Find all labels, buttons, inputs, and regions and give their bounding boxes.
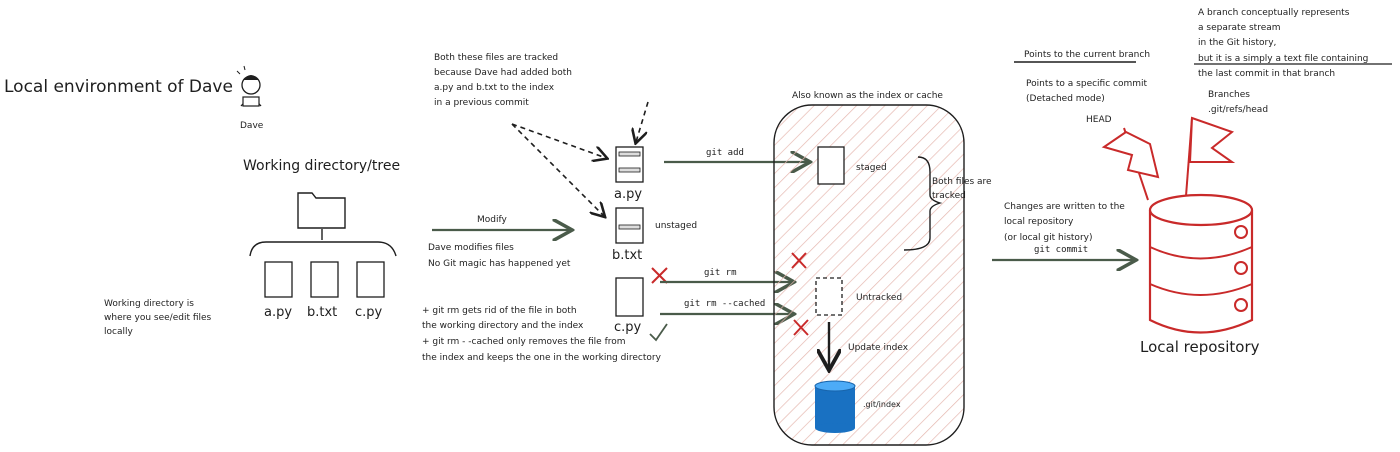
index-container	[773, 104, 965, 446]
cross-icon	[793, 319, 809, 336]
branches-label: Branches	[1208, 90, 1250, 100]
working-directory: Working directory/tree a.py b.txt c.py W…	[104, 158, 400, 337]
file-label: c.py	[614, 320, 642, 335]
modify-label: Modify	[477, 215, 507, 225]
untracked-label: Untracked	[856, 293, 902, 303]
working-directory-note: where you see/edit files	[104, 313, 212, 323]
working-directory-title: Working directory/tree	[243, 158, 400, 174]
git-add-label: git add	[706, 148, 744, 158]
file-icon	[356, 261, 385, 298]
cross-icon	[791, 252, 807, 269]
commit-note: local repository	[1004, 217, 1074, 227]
avatar-name: Dave	[240, 121, 264, 131]
both-tracked-note: tracked	[932, 191, 966, 201]
page-title: Local environment of Dave	[4, 77, 233, 97]
check-icon	[649, 323, 668, 342]
index-file-label: .git/index	[863, 400, 901, 409]
rm-note: + git rm - -cached only removes the file…	[422, 337, 626, 347]
repository-label: Local repository	[1140, 338, 1260, 356]
index-area: Also known as the index or cache staged …	[773, 91, 965, 446]
working-directory-note: Working directory is	[104, 299, 194, 309]
tracked-brace	[903, 156, 943, 251]
commit-note: (or local git history)	[1004, 233, 1092, 243]
dashed-arrow	[511, 123, 604, 216]
modify-note: No Git magic has happened yet	[428, 259, 571, 269]
tracked-note: a.py and b.txt to the index	[434, 83, 555, 93]
untracked-file-icon	[815, 277, 843, 316]
branch-flag-icon	[1185, 116, 1236, 197]
working-directory-note: locally	[104, 327, 133, 337]
tracked-note: in a previous commit	[434, 98, 529, 108]
folder-icon	[297, 192, 346, 229]
head-label: HEAD	[1086, 115, 1112, 125]
file-label: a.py	[264, 305, 292, 320]
branches-label: .git/refs/head	[1208, 105, 1268, 115]
repository-icon	[1148, 193, 1254, 334]
branch-note: A branch conceptually represents	[1198, 8, 1350, 18]
file-icon	[310, 261, 339, 298]
dashed-arrow	[636, 101, 649, 142]
avatar: Dave	[236, 65, 264, 131]
git-commit-label: git commit	[1034, 245, 1088, 255]
git-rm-cached-label: git rm --cached	[684, 299, 765, 309]
dashed-arrow	[511, 123, 606, 158]
modify-note: Dave modifies files	[428, 243, 514, 253]
tracked-note: because Dave had added both	[434, 68, 572, 78]
branch-note: a separate stream	[1198, 23, 1281, 33]
head-flag-icon	[1101, 127, 1160, 201]
cross-icon	[651, 267, 668, 284]
branch-note: in the Git history,	[1198, 38, 1276, 48]
staged-label: staged	[856, 163, 887, 173]
rm-note: the index and keeps the one in the worki…	[422, 353, 662, 363]
index-caption: Also known as the index or cache	[792, 91, 943, 101]
branch-note: the last commit in that branch	[1198, 69, 1335, 79]
file-label: a.py	[614, 187, 642, 202]
file-icon	[264, 261, 293, 298]
both-tracked-note: Both files are	[932, 177, 992, 187]
file-label: c.py	[355, 305, 383, 320]
legend-detached: Points to a specific commit	[1026, 79, 1148, 89]
legend-detached: (Detached mode)	[1026, 94, 1105, 104]
staged-file-icon	[817, 146, 845, 185]
middle-files: a.py b.txt unstaged c.py	[612, 146, 697, 335]
file-label: b.txt	[612, 248, 642, 263]
rm-note: the working directory and the index	[422, 321, 584, 331]
person-icon	[236, 65, 262, 107]
branch-note: but it is a simply a text file containin…	[1198, 54, 1368, 64]
database-icon	[814, 380, 856, 433]
legend-current: Points to the current branch	[1024, 50, 1150, 60]
commit-note: Changes are written to the	[1004, 202, 1125, 212]
update-index-label: Update index	[848, 343, 909, 353]
rm-note: + git rm gets rid of the file in both	[422, 306, 577, 316]
file-state-label: unstaged	[655, 221, 697, 231]
git-rm-label: git rm	[704, 268, 737, 278]
file-icon	[615, 277, 644, 317]
tree-connector	[249, 229, 397, 257]
tracked-note: Both these files are tracked	[434, 53, 558, 63]
file-label: b.txt	[307, 305, 337, 320]
